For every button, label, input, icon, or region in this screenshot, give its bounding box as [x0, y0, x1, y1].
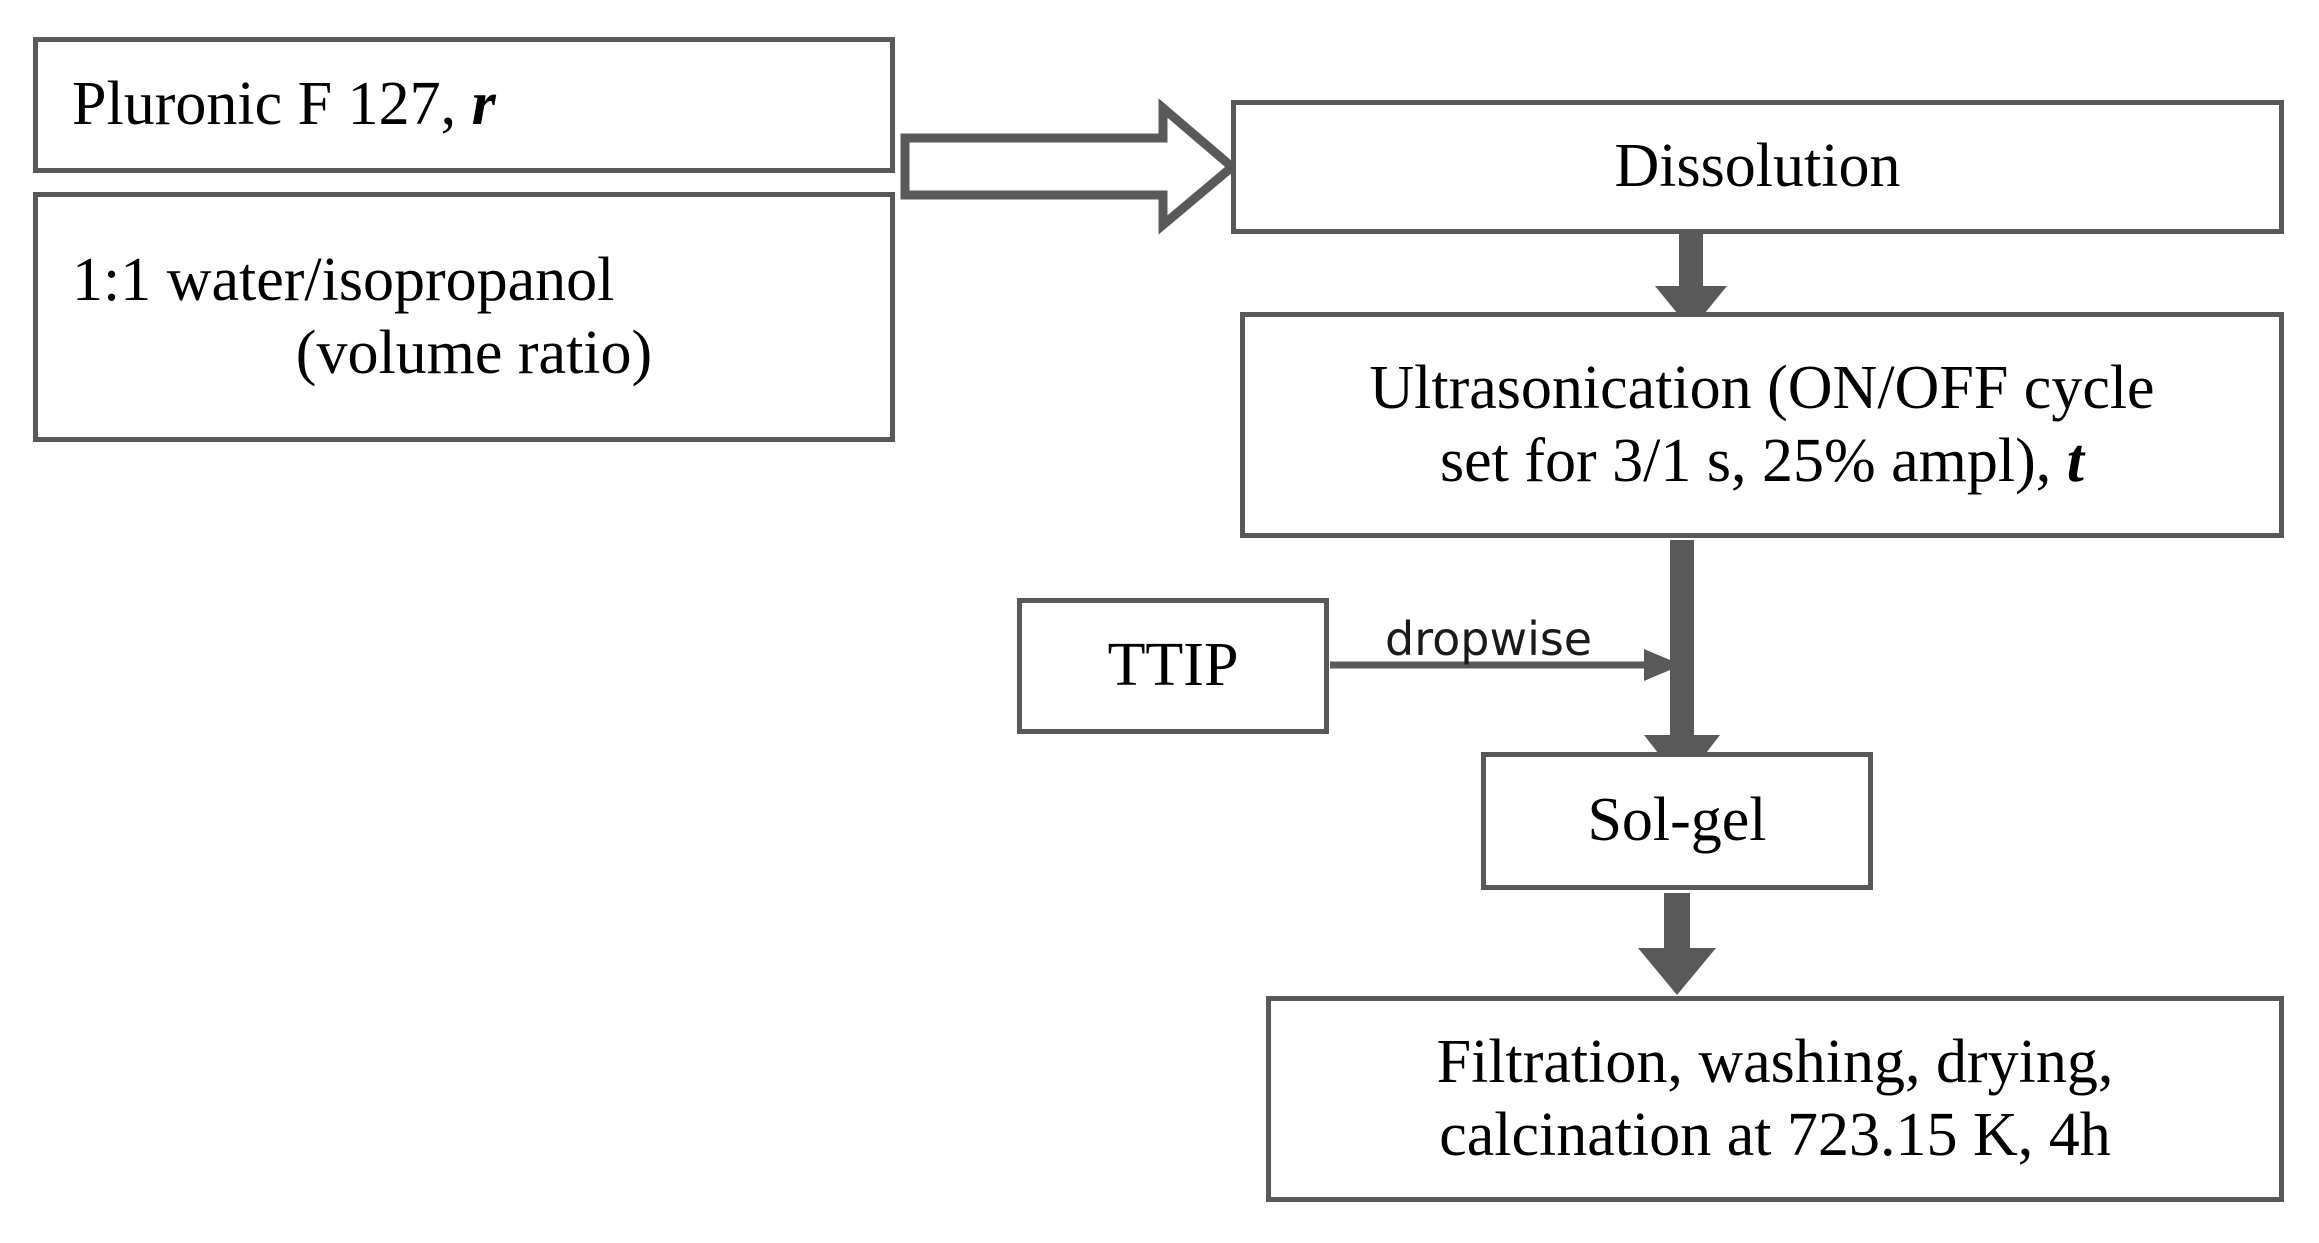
node-pluronic-label: Pluronic F 127, r	[72, 70, 496, 139]
edge-label-dropwise: dropwise	[1385, 612, 1593, 666]
node-filtration-calcination[interactable]: Filtration, washing, drying,calcination …	[1266, 996, 2284, 1202]
node-sol-gel[interactable]: Sol-gel	[1481, 752, 1873, 890]
block-arrow-inputs-to-dissolution	[900, 98, 1239, 235]
arrow-ultrasonication-to-solgel	[1644, 540, 1720, 784]
node-dissolution[interactable]: Dissolution	[1231, 100, 2284, 234]
arrow-solgel-to-final	[1638, 893, 1716, 995]
node-final-label: Filtration, washing, drying,calcination …	[1436, 1027, 2114, 1169]
variable-r: r	[471, 70, 496, 139]
variable-t: t	[2066, 427, 2084, 495]
node-water-isopropanol[interactable]: 1:1 water/isopropanol(volume ratio)	[33, 192, 895, 442]
node-pluronic-f127[interactable]: Pluronic F 127, r	[33, 37, 895, 173]
node-sol-gel-label: Sol-gel	[1587, 786, 1767, 855]
node-solvent-label: 1:1 water/isopropanol(volume ratio)	[72, 245, 653, 387]
node-ttip[interactable]: TTIP	[1017, 598, 1329, 734]
node-dissolution-label: Dissolution	[1614, 132, 1901, 201]
node-ttip-label: TTIP	[1107, 631, 1239, 700]
